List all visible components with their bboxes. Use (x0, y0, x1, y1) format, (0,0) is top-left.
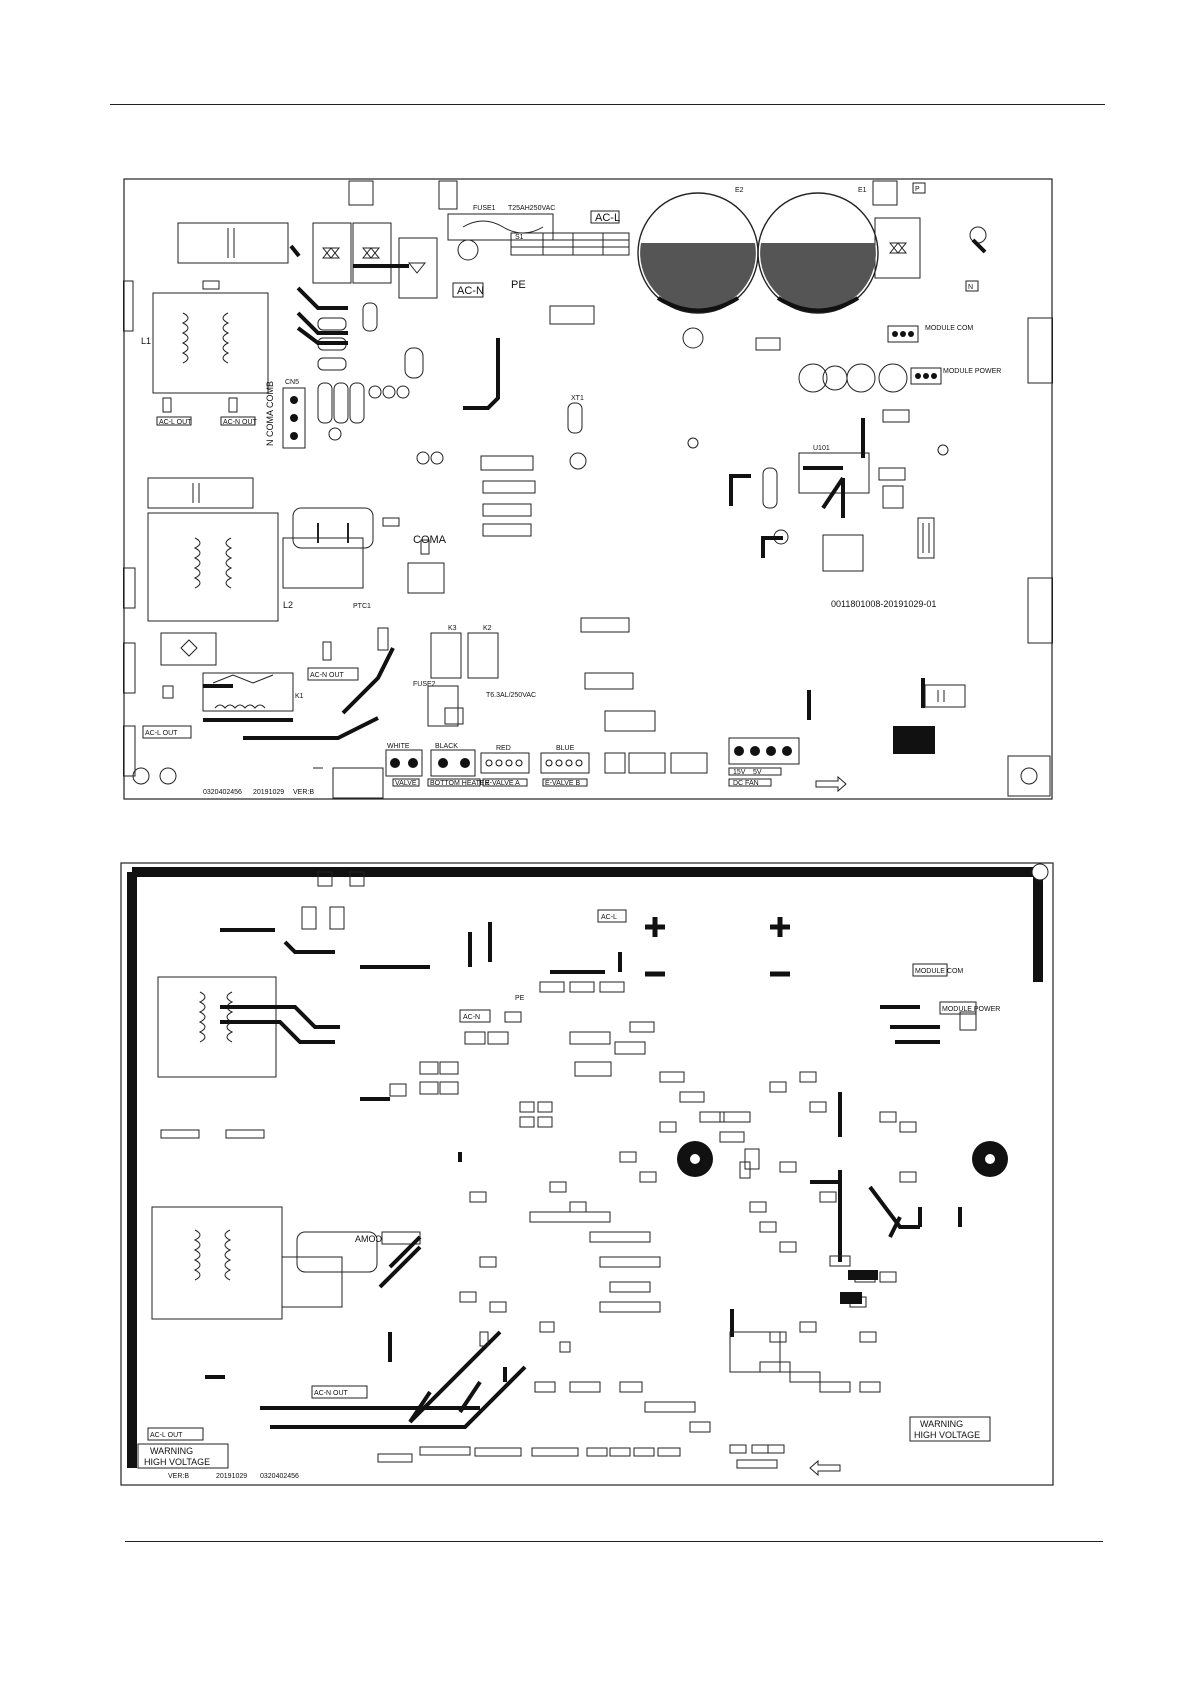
valve-label: VALVE (395, 780, 417, 787)
heavy-traces (203, 244, 925, 740)
warning-box-right (909, 1416, 991, 1442)
warning-right-2: HIGH VOLTAGE (914, 1430, 980, 1440)
k1-label: K1 (295, 693, 304, 700)
k2-label: K2 (483, 625, 492, 632)
solder-side-drawing: COMA AC-N OUT AC-L OUT AC-L AC-N PE MODU… (120, 862, 1054, 1486)
fuse1-rating: T25AH250VAC (508, 205, 555, 212)
ptc1-label: PTC1 (353, 603, 371, 610)
e-valve-b-connector (540, 752, 590, 774)
pcb-component-side: L1 L2 FUSE1 T25AH250VAC AC-L AC-N PE S1 (123, 178, 1053, 800)
warning-box-left (137, 1443, 229, 1469)
bulk-capacitor-e1 (637, 192, 759, 314)
bulk-capacitor-e2 (757, 192, 879, 314)
footer-rule (125, 1541, 1103, 1542)
board-ver-mirror: VER:B (168, 1473, 189, 1480)
header-rule (110, 104, 1105, 105)
u101-label: U101 (813, 445, 830, 452)
board-code-mirror: 0320402456 (260, 1473, 299, 1480)
warning-left-1: WARNING (150, 1446, 193, 1456)
relay-k3 (430, 632, 462, 679)
e-valve-a-label: E-VALVE A (485, 780, 520, 787)
module-com-label: MODULE COM (925, 325, 973, 332)
board-title: 0011801008-20191029-01 (831, 599, 936, 609)
black-label: BLACK (435, 743, 458, 750)
bottom-heater-label: BOTTOM HEATER (430, 780, 490, 787)
coma-mirror-label: COMA (355, 1234, 382, 1244)
e1-label: E1 (858, 187, 867, 194)
l1-footprint (157, 976, 277, 1078)
component-side-drawing: L1 L2 FUSE1 T25AH250VAC AC-L AC-N PE S1 (123, 178, 1053, 800)
bottom-heater-connector (430, 749, 476, 777)
l1-inductor (152, 292, 269, 394)
ac-n-label: AC-N (457, 285, 484, 297)
ac-l-label: AC-L (595, 212, 620, 224)
cn5-connector (282, 387, 306, 449)
ac-n-out-mirror: AC-N OUT (314, 1390, 349, 1397)
e-valve-a-connector (480, 752, 530, 774)
module-power-label: MODULE POWER (943, 368, 1001, 375)
l2-footprint (151, 1206, 283, 1320)
dc-fan-15v: 15V (733, 769, 746, 776)
ac-n-out-small: AC-N OUT (223, 419, 258, 426)
pe-mirror: PE (515, 995, 525, 1002)
mount-hole-bl2 (159, 767, 177, 785)
pe-label: PE (511, 279, 526, 291)
ac-n-out-big: AC-N OUT (310, 672, 345, 679)
board-date: 20191029 (253, 789, 284, 796)
l1-label: L1 (141, 336, 151, 346)
dc-fan-5v: 5V (753, 769, 762, 776)
dip-switch-table (510, 232, 630, 256)
relay-k1 (202, 672, 294, 712)
ac-l-out-mirror: AC-L OUT (150, 1432, 183, 1439)
n-coma-comb-label: N COMA COMB (265, 381, 275, 446)
fuse1-label: FUSE1 (473, 205, 496, 212)
warning-left-2: HIGH VOLTAGE (144, 1457, 210, 1467)
smd-field (389, 981, 977, 1433)
dc-fan-connector (728, 737, 800, 765)
l2-inductor (147, 512, 279, 622)
red-label: RED (496, 745, 511, 752)
l2-label: L2 (283, 600, 293, 610)
white-label: WHITE (387, 743, 410, 750)
n-mark: N (968, 284, 973, 291)
warning-right-1: WARNING (920, 1419, 963, 1429)
p-mark: P (915, 186, 920, 193)
blue-label: BLUE (556, 745, 575, 752)
fuse1 (447, 213, 554, 241)
relay-k2 (467, 632, 499, 679)
e2-label: E2 (735, 187, 744, 194)
ac-l-out-big: AC-L OUT (145, 730, 178, 737)
cn5-label: CN5 (285, 379, 299, 386)
board-date-mirror: 20191029 (216, 1473, 247, 1480)
solder-traces (205, 922, 962, 1429)
xt1-label: XT1 (571, 395, 584, 402)
polarity-marks (645, 917, 790, 977)
module-power-mirror: MODULE POWER (942, 1006, 1000, 1013)
dip-head: S1 (515, 234, 524, 241)
module-com-mirror: MODULE COM (915, 968, 963, 975)
mount-hole-br (1020, 767, 1038, 785)
coma-label: COMA (413, 534, 447, 546)
u101-chip (798, 452, 870, 494)
fuse2-label: FUSE2 (413, 681, 436, 688)
board-ver: VER:B (293, 789, 314, 796)
ac-l-mirror: AC-L (601, 914, 617, 921)
valve-connector (385, 749, 423, 777)
k3-label: K3 (448, 625, 457, 632)
e-valve-b-label: E-VALVE B (545, 780, 580, 787)
bottom-connector-silk (377, 1444, 785, 1469)
dc-fan-label: DC FAN (733, 780, 759, 787)
fuse2-rating: T6.3AL/250VAC (486, 692, 536, 699)
black-block (893, 726, 935, 754)
ac-l-out-small: AC-L OUT (159, 419, 192, 426)
pcb-solder-side: COMA AC-N OUT AC-L OUT AC-L AC-N PE MODU… (120, 862, 1055, 1486)
board-code: 0320402456 (203, 789, 242, 796)
ac-n-mirror: AC-N (463, 1014, 480, 1021)
